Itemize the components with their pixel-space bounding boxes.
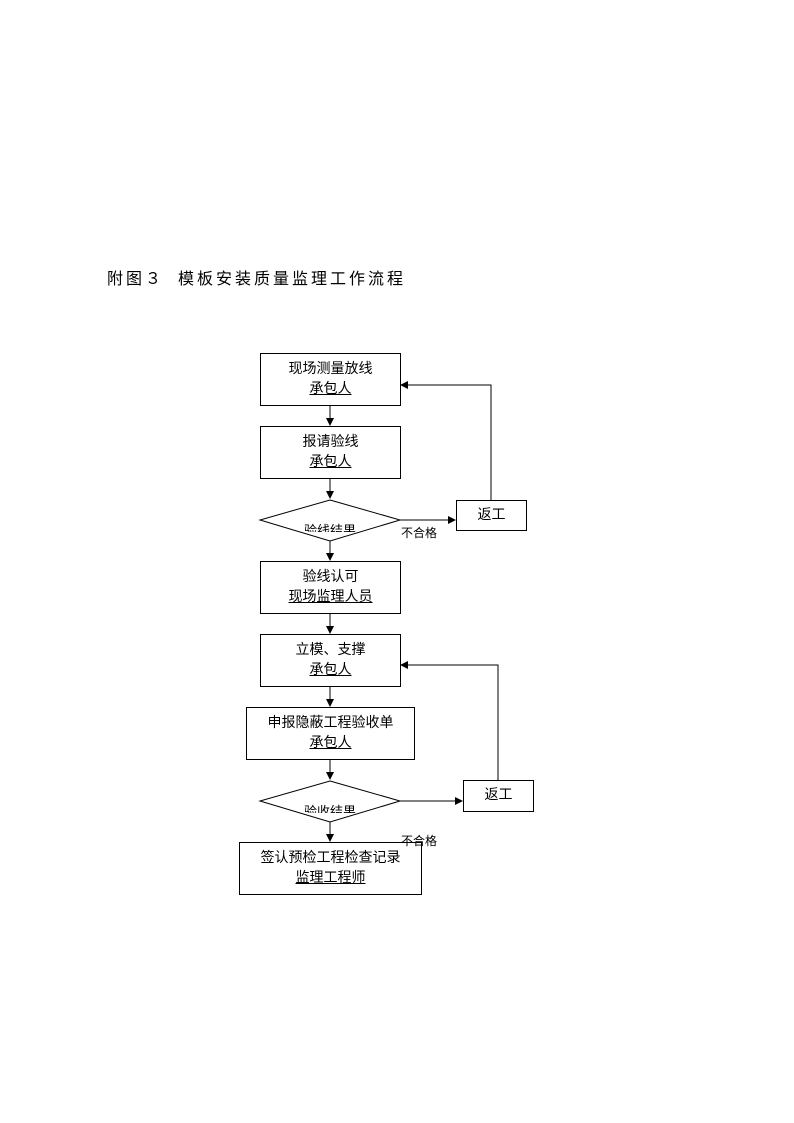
figure-caption: 附图３ 模板安装质量监理工作流程	[107, 265, 406, 289]
step-request-role: 承包人	[309, 454, 352, 470]
step-declare-role: 承包人	[309, 735, 352, 751]
rework-box-2: 返工	[463, 780, 534, 812]
step-approve-role: 现场监理人员	[288, 589, 373, 605]
step-sign-role: 监理工程师	[295, 870, 366, 886]
fail-label-1: 不合格	[401, 526, 438, 540]
fail-label-2: 不合格	[401, 834, 438, 848]
step-survey-role: 承包人	[309, 381, 352, 397]
step-declare-concealed: 申报隐蔽工程验收单 承包人	[246, 707, 415, 760]
rework-box-1: 返工	[456, 500, 527, 531]
step-sign-record: 签认预检工程检查记录 监理工程师	[239, 842, 422, 895]
figure-title: 模板安装质量监理工作流程	[178, 269, 407, 288]
arrow-rework2-to-formwork	[400, 661, 499, 781]
step-request-title: 报请验线	[302, 434, 359, 450]
decision-1-label: 验线结果	[303, 524, 356, 532]
step-formwork-role: 承包人	[309, 662, 352, 678]
step-approve-title: 验线认可	[302, 569, 359, 585]
step-sign-title: 签认预检工程检查记录	[260, 850, 401, 866]
figure-number: 附图３	[107, 269, 165, 288]
step-survey-title: 现场测量放线	[288, 361, 373, 377]
decision-2-label: 验收结果	[303, 805, 356, 813]
step-survey-layout: 现场测量放线 承包人	[260, 353, 401, 406]
decision-diamond-1	[258, 499, 402, 542]
step-approve-layout: 验线认可 现场监理人员	[260, 561, 401, 614]
step-formwork-support: 立模、支撑 承包人	[260, 634, 401, 687]
step-declare-title: 申报隐蔽工程验收单	[267, 715, 394, 731]
step-formwork-title: 立模、支撑	[295, 642, 366, 658]
step-request-inspection: 报请验线 承包人	[260, 426, 401, 479]
decision-diamond-2	[258, 780, 402, 823]
arrow-rework1-to-survey	[400, 381, 492, 500]
